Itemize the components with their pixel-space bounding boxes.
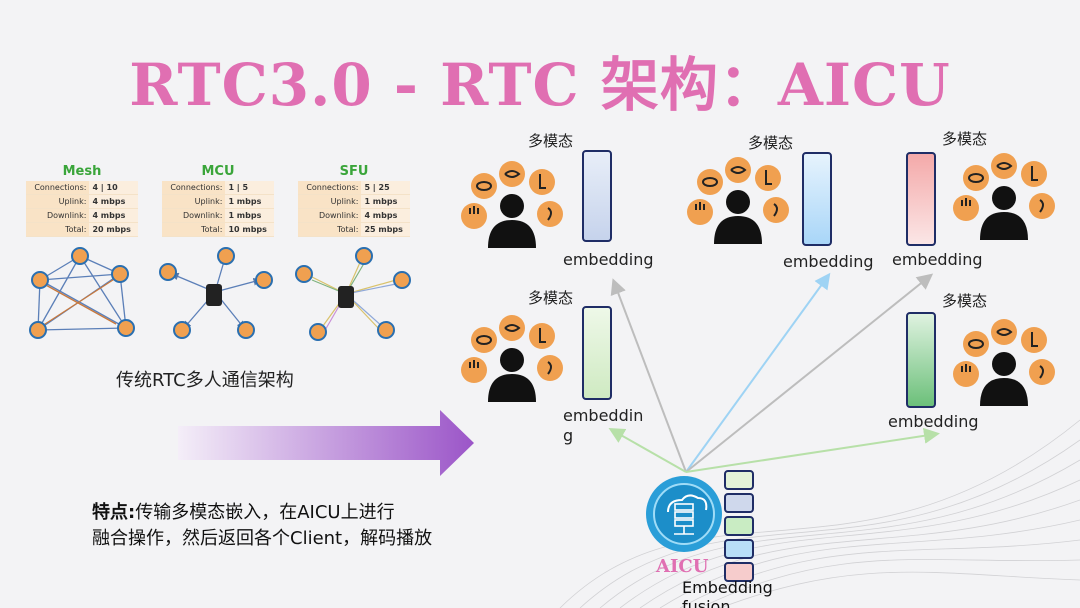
transition-arrow [178, 410, 474, 476]
sfu-server-icon [338, 286, 354, 308]
client-5-embedding-label: embedding [888, 412, 979, 431]
client-3-embedding-bar [906, 152, 936, 246]
client-3-embedding-label: embedding [892, 250, 983, 269]
client-3-sensory-icon [953, 153, 1055, 240]
network-diagrams [29, 247, 411, 341]
client-1-sensory-icon [461, 161, 563, 248]
client-4-embedding-bar [582, 306, 612, 400]
page-title: RTC3.0 - RTC 架构：AICU [129, 51, 951, 119]
stack-block [724, 516, 754, 536]
client-2-sensory-icon [687, 157, 789, 244]
table-row: Total:20 mbps [26, 222, 138, 237]
table-row: Uplink:1 mbps [162, 194, 274, 209]
table-row: Total:10 mbps [162, 222, 274, 237]
client-1-embedding-bar [582, 150, 612, 242]
feature-text: 传输多模态嵌入，在AICU上进行 [135, 502, 395, 523]
client-5-embedding-bar [906, 312, 936, 408]
table-row: Connections:4 | 10 [26, 181, 138, 195]
client-5-sensory-icon [953, 319, 1055, 406]
table-row: Downlink:4 mbps [26, 208, 138, 223]
sfu-stats-table: Connections:5 | 25 Uplink:1 mbps Downlin… [298, 181, 410, 237]
traditional-caption: 传统RTC多人通信架构 [116, 370, 294, 391]
mcu-nodes [159, 247, 273, 339]
client-4-modality-label: 多模态 [528, 289, 574, 307]
mcu-stats-table: Connections:1 | 5 Uplink:1 mbps Downlink… [162, 181, 274, 237]
aicu-embedding-stack [724, 470, 754, 582]
client-5-modality-label: 多模态 [942, 292, 988, 310]
table-row: Downlink:1 mbps [162, 208, 274, 223]
mcu-server-icon [206, 284, 222, 306]
client-2-modality-label: 多模态 [748, 134, 794, 152]
sfu-nodes [295, 247, 411, 341]
table-row: Uplink:4 mbps [26, 194, 138, 209]
comparison-mesh: Mesh Connections:4 | 10 Uplink:4 mbps Do… [26, 164, 138, 237]
client-4-embedding-label: embeddin g [563, 406, 644, 445]
feature-line-1: 特点:传输多模态嵌入，在AICU上进行 [92, 500, 432, 526]
embedding-fusion-label: Embedding fusion [682, 578, 773, 608]
feature-description: 特点:传输多模态嵌入，在AICU上进行 融合操作，然后返回各个Client，解码… [92, 500, 432, 552]
aicu-server-icon [646, 476, 722, 552]
mesh-stats-table: Connections:4 | 10 Uplink:4 mbps Downlin… [26, 181, 138, 237]
table-row: Connections:5 | 25 [298, 181, 410, 195]
mesh-nodes [29, 247, 135, 339]
link-client-1 [610, 278, 687, 473]
stack-block [724, 470, 754, 490]
table-row: Connections:1 | 5 [162, 181, 274, 195]
comparison-sfu: SFU Connections:5 | 25 Uplink:1 mbps Dow… [298, 164, 410, 237]
feature-label: 特点: [92, 502, 136, 523]
link-client-3 [685, 273, 934, 473]
client-1-modality-label: 多模态 [528, 132, 574, 150]
stack-block [724, 493, 754, 513]
link-client-4 [608, 428, 687, 473]
stack-block [724, 562, 754, 582]
sfu-heading: SFU [339, 164, 369, 179]
aicu-label: AICU [656, 556, 709, 577]
mcu-heading: MCU [201, 164, 235, 179]
table-row: Uplink:1 mbps [298, 194, 410, 209]
stack-block [724, 539, 754, 559]
comparison-mcu: MCU Connections:1 | 5 Uplink:1 mbps Down… [162, 164, 274, 237]
client-2-embedding-label: embedding [783, 252, 874, 271]
client-2-embedding-bar [802, 152, 832, 246]
client-1-embedding-label: embedding [563, 250, 654, 269]
feature-line-2: 融合操作，然后返回各个Client，解码播放 [92, 528, 433, 549]
table-row: Total:25 mbps [298, 222, 410, 237]
link-client-2 [685, 272, 831, 473]
client-3-modality-label: 多模态 [942, 130, 988, 148]
link-client-5 [685, 427, 940, 473]
mesh-heading: Mesh [62, 164, 102, 179]
table-row: Downlink:4 mbps [298, 208, 410, 223]
client-4-sensory-icon [461, 315, 563, 402]
